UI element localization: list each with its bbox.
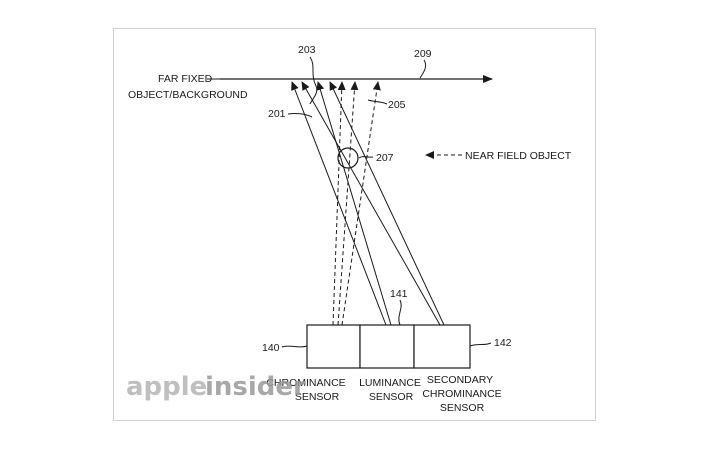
ref-205: 205 bbox=[388, 99, 406, 111]
luminance-sensor-label-line2: SENSOR bbox=[369, 391, 414, 403]
ray-solid-2 bbox=[316, 81, 392, 326]
watermark-insider: insider bbox=[205, 372, 306, 402]
far-object-label-line2: OBJECT/BACKGROUND bbox=[128, 89, 248, 101]
ref-201-leader bbox=[287, 112, 313, 118]
ref-140-leader bbox=[281, 345, 308, 348]
chrominance-sensor-label-line1: CHROMINANCE bbox=[266, 377, 345, 389]
ref-141-leader bbox=[398, 299, 402, 326]
ref-207-leader bbox=[358, 156, 374, 159]
ray-dashed-3 bbox=[341, 81, 381, 326]
near-field-object-circle bbox=[337, 147, 359, 169]
ray-dashed-1 bbox=[332, 81, 346, 326]
ray-dashed-2 bbox=[337, 81, 359, 326]
ref-203-leader bbox=[309, 56, 318, 105]
ref-205-leader bbox=[367, 99, 388, 105]
watermark-apple: apple bbox=[126, 372, 207, 402]
ref-142-leader bbox=[469, 342, 492, 347]
ray-solid-4 bbox=[329, 81, 445, 326]
ref-201: 201 bbox=[268, 108, 286, 120]
secondary-sensor-label-line2: CHROMINANCE bbox=[422, 388, 501, 400]
chrominance-sensor-label-line2: SENSOR bbox=[295, 391, 340, 403]
near-field-object-label: NEAR FIELD OBJECT bbox=[465, 150, 572, 162]
chrominance-sensor-box bbox=[306, 324, 361, 369]
luminance-sensor-label-line1: LUMINANCE bbox=[359, 377, 421, 389]
ray-solid-3 bbox=[301, 81, 441, 326]
secondary-sensor-label-line3: SENSOR bbox=[440, 402, 485, 414]
ref-203: 203 bbox=[298, 44, 316, 56]
ref-140: 140 bbox=[262, 342, 280, 354]
ref-209-leader bbox=[419, 59, 427, 79]
far-object-label-line1: FAR FIXED bbox=[158, 73, 213, 85]
secondary-sensor-label-line1: SECONDARY bbox=[427, 374, 493, 386]
appleinsider-watermark: apple insider bbox=[126, 372, 306, 402]
secondary-sensor-box bbox=[413, 324, 471, 369]
ray-solid-1 bbox=[291, 81, 387, 326]
ref-209: 209 bbox=[414, 48, 432, 60]
ref-141: 141 bbox=[390, 288, 408, 300]
ref-207: 207 bbox=[376, 152, 394, 164]
figure-frame bbox=[113, 28, 596, 421]
luminance-sensor-box bbox=[359, 324, 415, 369]
ref-142: 142 bbox=[494, 337, 512, 349]
